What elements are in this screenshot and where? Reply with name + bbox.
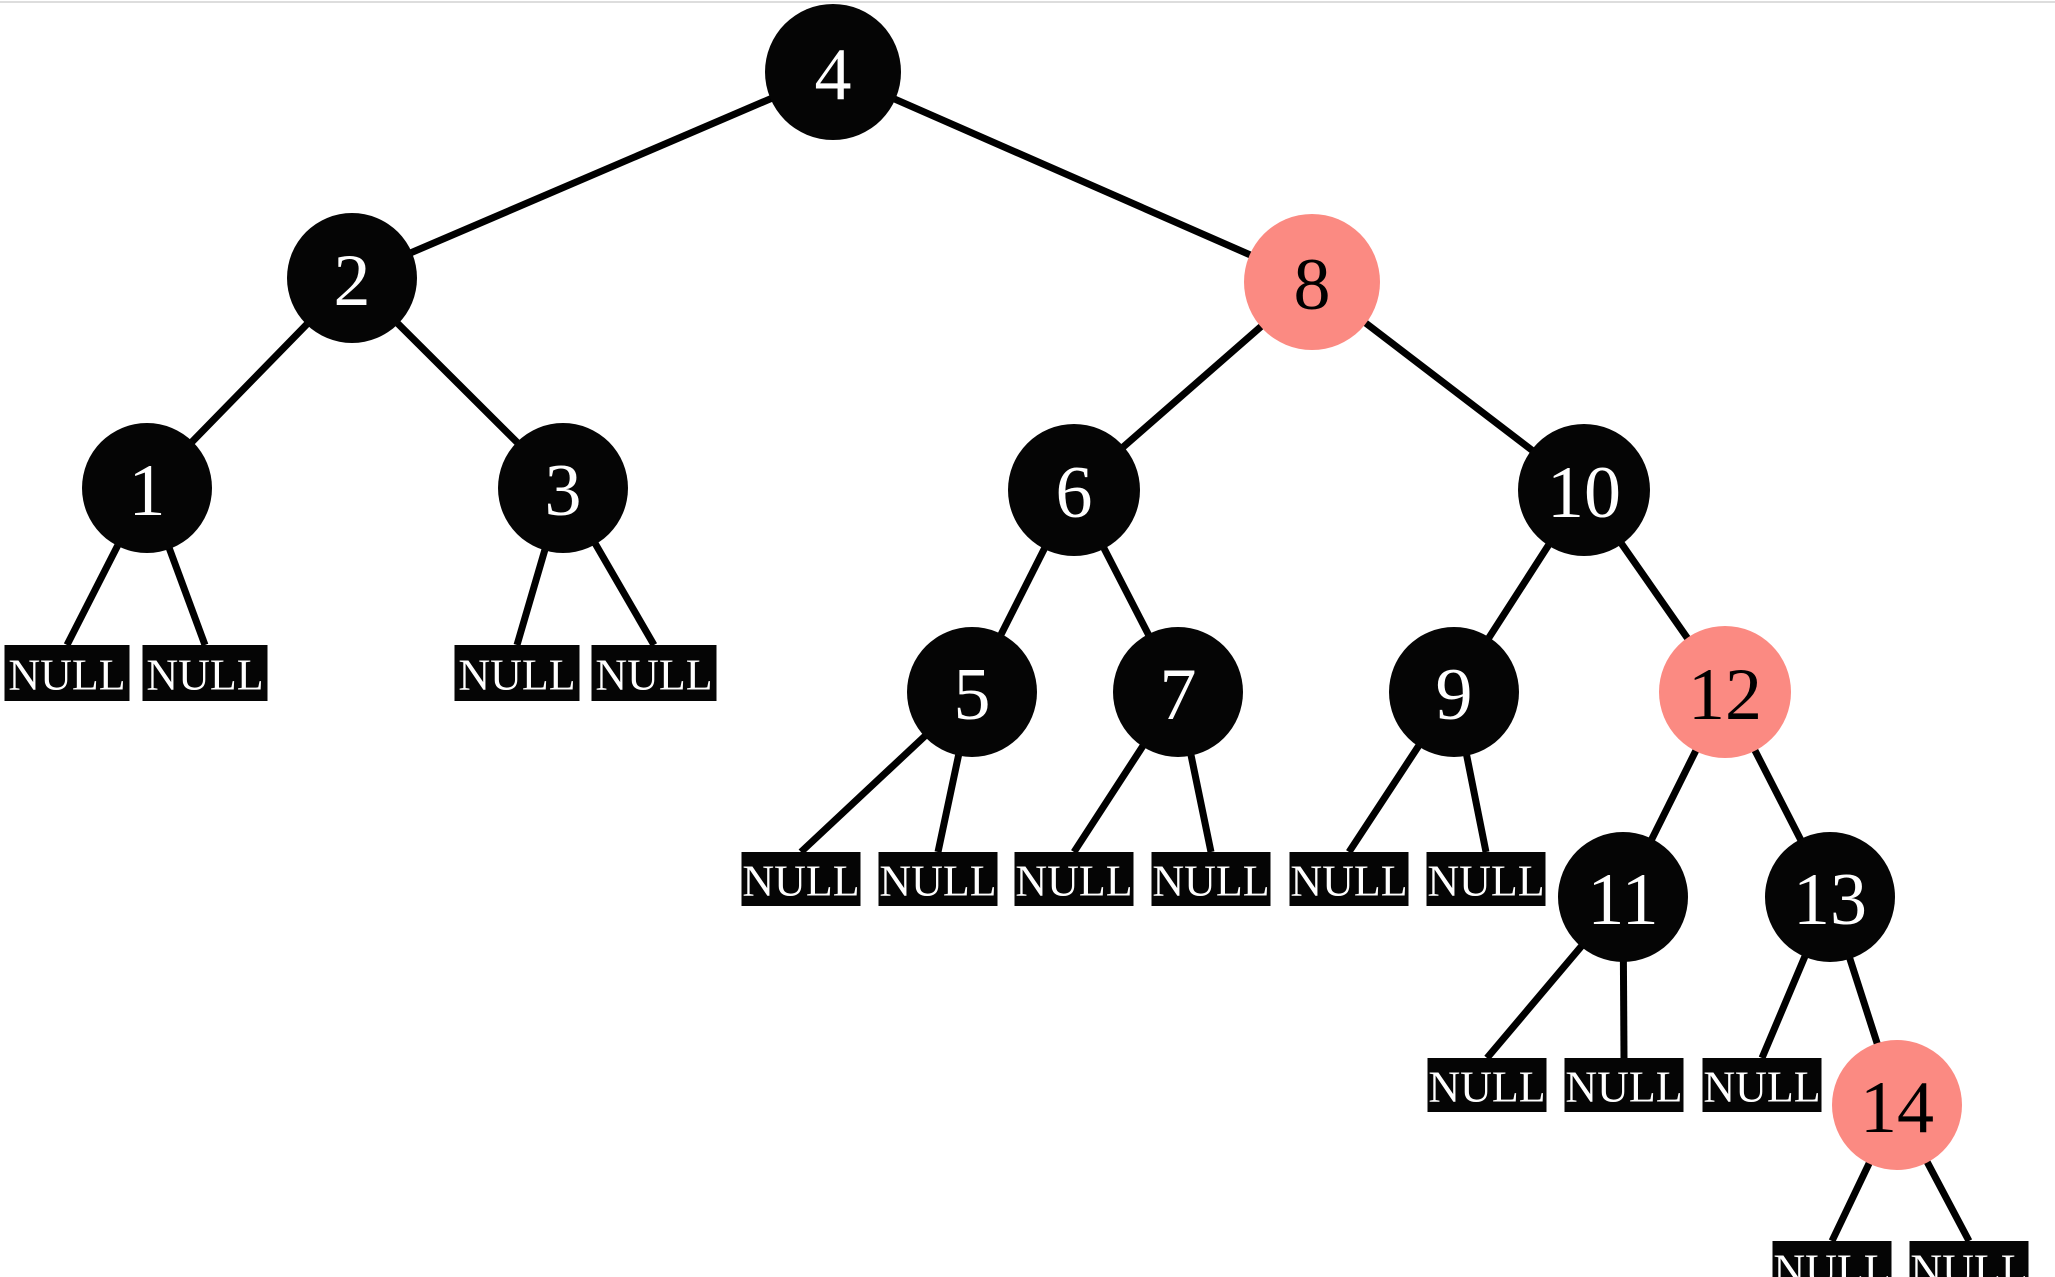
null-leaf-label: NULL	[595, 651, 712, 700]
tree-node-circle[interactable]	[1765, 832, 1895, 962]
null-leaf: NULL	[1426, 852, 1546, 906]
null-leaf: NULL	[1014, 852, 1134, 906]
null-leaf-box	[454, 645, 580, 701]
null-leaf: NULL	[1772, 1241, 1892, 1277]
tree-node-circle[interactable]	[1659, 626, 1791, 758]
null-leaf-box	[1772, 1241, 1892, 1277]
tree-node-4[interactable]: 4	[765, 4, 901, 140]
null-leaf-box	[1426, 852, 1546, 906]
tree-node-label: 5	[954, 654, 991, 736]
null-leaf: NULL	[1702, 1058, 1822, 1112]
tree-node-label: 8	[1294, 244, 1331, 326]
null-leaf-box	[1014, 852, 1134, 906]
tree-node-14[interactable]: 14	[1832, 1040, 1962, 1170]
null-leaf: NULL	[741, 852, 861, 906]
null-leaf-label: NULL	[1703, 1063, 1820, 1112]
tree-edge	[831, 68, 1314, 286]
tree-node-circle[interactable]	[907, 627, 1037, 757]
null-leaf-box	[591, 645, 717, 701]
tree-node-label: 4	[815, 34, 852, 116]
tree-node-label: 6	[1056, 452, 1093, 534]
null-leaf-box	[1564, 1058, 1684, 1112]
tree-node-1[interactable]: 1	[82, 423, 212, 553]
tree-node-label: 14	[1860, 1067, 1934, 1149]
tree-node-13[interactable]: 13	[1765, 832, 1895, 962]
tree-node-circle[interactable]	[1008, 424, 1140, 556]
null-leaf-label: NULL	[1152, 857, 1269, 906]
tree-node-2[interactable]: 2	[287, 213, 417, 343]
null-leaf-box	[1702, 1058, 1822, 1112]
tree-node-label: 7	[1160, 654, 1197, 736]
tree-node-5[interactable]: 5	[907, 627, 1037, 757]
null-leaf-label: NULL	[1910, 1246, 2027, 1277]
tree-node-label: 11	[1587, 859, 1658, 941]
null-leaf: NULL	[591, 645, 717, 701]
tree-node-label: 13	[1793, 859, 1867, 941]
tree-node-circle[interactable]	[1244, 214, 1380, 350]
null-leaf: NULL	[142, 645, 268, 701]
tree-node-8[interactable]: 8	[1244, 214, 1380, 350]
null-leaf-box	[4, 645, 130, 701]
null-leaf-label: NULL	[146, 651, 263, 700]
null-leaf-box	[878, 852, 998, 906]
null-leaf-label: NULL	[1290, 857, 1407, 906]
null-leaf: NULL	[878, 852, 998, 906]
null-leaf-label: NULL	[742, 857, 859, 906]
null-leaf-label: NULL	[1428, 1063, 1545, 1112]
null-leaf-label: NULL	[1015, 857, 1132, 906]
tree-node-6[interactable]: 6	[1008, 424, 1140, 556]
tree-node-label: 10	[1547, 452, 1621, 534]
null-leaf: NULL	[1289, 852, 1409, 906]
tree-node-3[interactable]: 3	[498, 423, 628, 553]
null-leaf-box	[1151, 852, 1271, 906]
tree-node-circle[interactable]	[1832, 1040, 1962, 1170]
tree-edge	[350, 68, 835, 282]
tree-node-9[interactable]: 9	[1389, 627, 1519, 757]
null-leaf-label: NULL	[879, 857, 996, 906]
null-leaf-box	[1289, 852, 1409, 906]
tree-node-circle[interactable]	[1518, 424, 1650, 556]
tree-node-circle[interactable]	[498, 423, 628, 553]
null-leaf-box	[741, 852, 861, 906]
null-leaf: NULL	[454, 645, 580, 701]
tree-node-circle[interactable]	[765, 4, 901, 140]
null-leaf: NULL	[1909, 1241, 2029, 1277]
tree-node-circle[interactable]	[1389, 627, 1519, 757]
null-leaf-label: NULL	[458, 651, 575, 700]
tree-node-11[interactable]: 11	[1558, 832, 1688, 962]
tree-node-circle[interactable]	[1558, 832, 1688, 962]
null-leaf: NULL	[4, 645, 130, 701]
null-leaf-label: NULL	[1565, 1063, 1682, 1112]
null-leaf-box	[1909, 1241, 2029, 1277]
null-leaf: NULL	[1564, 1058, 1684, 1112]
null-leaf-label: NULL	[1427, 857, 1544, 906]
null-leaf-box	[142, 645, 268, 701]
tree-node-label: 9	[1436, 654, 1473, 736]
null-leaf: NULL	[1151, 852, 1271, 906]
tree-node-label: 12	[1688, 654, 1762, 736]
tree-node-10[interactable]: 10	[1518, 424, 1650, 556]
null-leaf: NULL	[1427, 1058, 1547, 1112]
tree-node-circle[interactable]	[287, 213, 417, 343]
tree-node-circle[interactable]	[1113, 627, 1243, 757]
null-leaf-label: NULL	[1773, 1246, 1890, 1277]
null-leaf-label: NULL	[8, 651, 125, 700]
tree-node-7[interactable]: 7	[1113, 627, 1243, 757]
tree-node-label: 1	[129, 450, 166, 532]
tree-node-label: 2	[334, 240, 371, 322]
tree-node-label: 3	[545, 450, 582, 532]
null-leaves-layer: NULL NULL NULL NULL NULL NULL NULL NULL NULL NULL…	[4, 645, 2029, 1277]
null-leaf-box	[1427, 1058, 1547, 1112]
tree-node-circle[interactable]	[82, 423, 212, 553]
tree-node-12[interactable]: 12	[1659, 626, 1791, 758]
